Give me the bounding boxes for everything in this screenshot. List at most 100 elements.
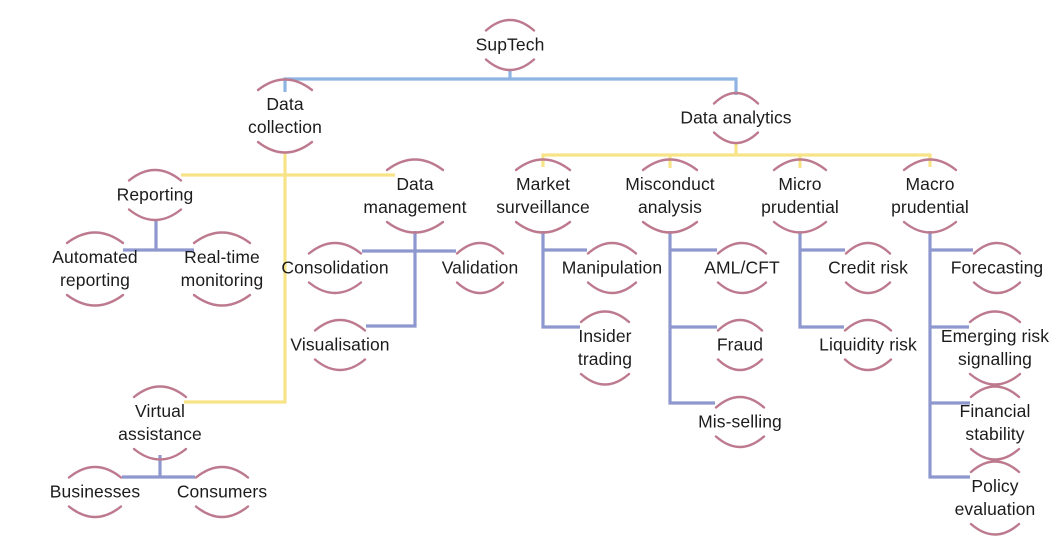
node-arc-bottom-financial-stability [969, 447, 1021, 461]
node-arc-top-reporting [127, 168, 183, 182]
node-label-line: assistance [118, 424, 202, 444]
node-arc-bottom-automated-reporting [65, 293, 125, 307]
node-label-line: Manipulation [561, 257, 663, 278]
node-label-line: surveillance [496, 197, 590, 217]
node-arc-top-mis-selling [714, 395, 766, 409]
node-reporting: Reporting [117, 184, 194, 207]
node-arc-bottom-visualisation [313, 358, 367, 372]
node-arc-top-automated-reporting [65, 231, 125, 245]
node-arc-top-insider-trading [579, 310, 631, 324]
node-validation: Validation [442, 257, 519, 280]
node-macro-prudential: Macro prudential [891, 173, 969, 219]
node-arc-bottom-aml-cft [716, 281, 768, 295]
node-arc-bottom-data-collection [256, 140, 314, 154]
node-label-line: collection [248, 117, 322, 137]
connector-purple [798, 231, 844, 329]
node-arc-top-misconduct-analysis [641, 158, 699, 172]
node-label-line: Macro [905, 174, 955, 194]
connector-purple [668, 231, 715, 405]
node-label-line: Data [266, 94, 304, 114]
node-label-line: prudential [761, 197, 839, 217]
node-suptech: SupTech [476, 34, 545, 57]
node-arc-bottom-fraud [716, 358, 764, 372]
node-arc-bottom-policy-evaluation [969, 522, 1021, 536]
node-arc-bottom-data-analytics [712, 131, 760, 145]
node-arc-bottom-mis-selling [714, 435, 766, 449]
node-label-line: Automated [52, 247, 138, 267]
connector-blue [283, 77, 738, 95]
node-arc-top-consumers [194, 465, 250, 479]
node-emerging-risk-signalling: Emerging risk signalling [941, 325, 1049, 371]
node-misconduct-analysis: Misconduct analysis [625, 173, 715, 219]
node-label-line: Micro [778, 174, 822, 194]
node-credit-risk: Credit risk [828, 257, 908, 280]
node-label-line: Virtual [135, 401, 185, 421]
node-virtual-assistance: Virtual assistance [118, 400, 202, 446]
node-manipulation: Manipulation [562, 257, 662, 280]
connector-purple [366, 231, 417, 328]
node-arc-top-data-analytics [712, 91, 760, 105]
node-arc-bottom-market-surveillance [514, 220, 572, 234]
node-label-line: SupTech [475, 34, 545, 55]
node-arc-top-data-collection [256, 78, 314, 92]
node-label-line: Market [515, 174, 571, 194]
node-label-line: Insider [578, 326, 632, 346]
node-label-line: Policy [971, 476, 1019, 496]
node-data-analytics: Data analytics [680, 107, 791, 130]
node-label-line: Mis-selling [698, 411, 782, 432]
node-arc-bottom-credit-risk [844, 281, 892, 295]
node-arc-top-consolidation [307, 241, 363, 255]
node-label-line: signalling [958, 349, 1032, 369]
node-label-line: monitoring [180, 270, 264, 290]
node-businesses: Businesses [50, 481, 141, 504]
node-arc-top-liquidity-risk [843, 318, 893, 332]
node-arc-bottom-manipulation [586, 281, 638, 295]
node-label-line: AML/CFT [704, 257, 780, 278]
node-arc-top-micro-prudential [772, 158, 828, 172]
node-label-line: Businesses [49, 481, 141, 502]
node-arc-top-businesses [67, 465, 123, 479]
node-label-line: Validation [441, 257, 519, 278]
node-label-line: Emerging risk [940, 326, 1050, 346]
node-arc-top-credit-risk [844, 241, 892, 255]
node-arc-top-suptech [484, 18, 536, 32]
node-arc-top-emerging-risk-signalling [968, 310, 1022, 324]
node-arc-top-forecasting [972, 241, 1022, 255]
node-label-line: Misconduct [625, 174, 715, 194]
node-arc-bottom-consumers [194, 505, 250, 519]
connector-yellow [184, 153, 287, 404]
connector-yellow [541, 153, 932, 167]
node-forecasting: Forecasting [951, 257, 1044, 280]
node-arc-bottom-consolidation [307, 281, 363, 295]
node-label-line: analysis [637, 197, 703, 217]
node-arc-top-manipulation [586, 241, 638, 255]
node-label-line: Forecasting [950, 257, 1044, 278]
node-arc-bottom-data-management [385, 220, 445, 234]
connector-purple [541, 231, 580, 329]
node-label-line: Data analytics [680, 107, 792, 128]
node-arc-top-financial-stability [969, 385, 1021, 399]
node-arc-top-data-management [385, 158, 445, 172]
node-label-line: stability [965, 424, 1025, 444]
node-data-collection: Data collection [248, 93, 322, 139]
node-arc-top-real-time-monitoring [192, 231, 252, 245]
node-label-line: evaluation [954, 499, 1036, 519]
node-arc-bottom-emerging-risk-signalling [968, 372, 1022, 386]
node-arc-bottom-misconduct-analysis [641, 220, 699, 234]
node-arc-bottom-real-time-monitoring [192, 293, 252, 307]
node-arc-bottom-insider-trading [579, 372, 631, 386]
node-label-line: Fraud [716, 334, 764, 355]
node-mis-selling: Mis-selling [698, 411, 782, 434]
node-micro-prudential: Micro prudential [761, 173, 839, 219]
node-label-line: prudential [891, 197, 969, 217]
node-arc-top-validation [455, 241, 505, 255]
node-label-line: Visualisation [290, 334, 390, 355]
